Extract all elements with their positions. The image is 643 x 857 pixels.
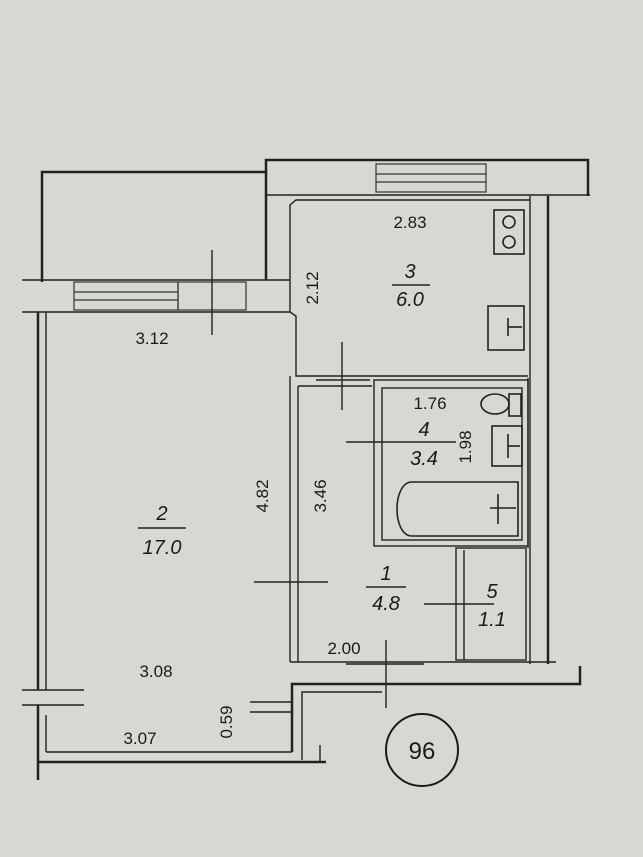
dim-balcony-depth: 0.59 — [217, 705, 236, 738]
dim-kitchen-depth: 2.12 — [303, 271, 322, 304]
room-5-area: 1.1 — [478, 609, 506, 631]
dim-living-bottom-width: 3.08 — [139, 662, 172, 681]
stove-icon — [493, 209, 525, 255]
room-1-number: 1 — [380, 563, 391, 585]
dim-balcony-width: 3.07 — [123, 729, 156, 748]
room-1-area: 4.8 — [372, 593, 400, 615]
room-3-area: 6.0 — [396, 289, 424, 311]
room-4-number: 4 — [418, 419, 429, 441]
wash-basin-icon — [491, 425, 523, 467]
dim-bath-depth: 1.98 — [456, 430, 475, 463]
toilet-icon — [480, 393, 522, 417]
windows — [73, 163, 487, 311]
dim-bath-width: 1.76 — [413, 394, 446, 413]
room-3-number: 3 — [404, 261, 415, 283]
room-5-number: 5 — [486, 581, 498, 603]
dim-living-top-width: 3.12 — [135, 329, 168, 348]
room-2-area: 17.0 — [143, 537, 182, 559]
dim-hall-height: 3.46 — [311, 479, 330, 512]
kitchen-sink-icon — [487, 305, 525, 351]
bathtub-icon — [396, 481, 519, 537]
dim-kitchen-width: 2.83 — [393, 213, 426, 232]
dim-hall-width: 2.00 — [327, 639, 360, 658]
tick-marks — [22, 250, 494, 762]
plan-number-badge — [385, 713, 459, 787]
dim-living-height: 4.82 — [253, 479, 272, 512]
room-2-number: 2 — [155, 503, 167, 525]
plan-number: 96 — [409, 738, 436, 765]
room-4-area: 3.4 — [410, 448, 438, 470]
